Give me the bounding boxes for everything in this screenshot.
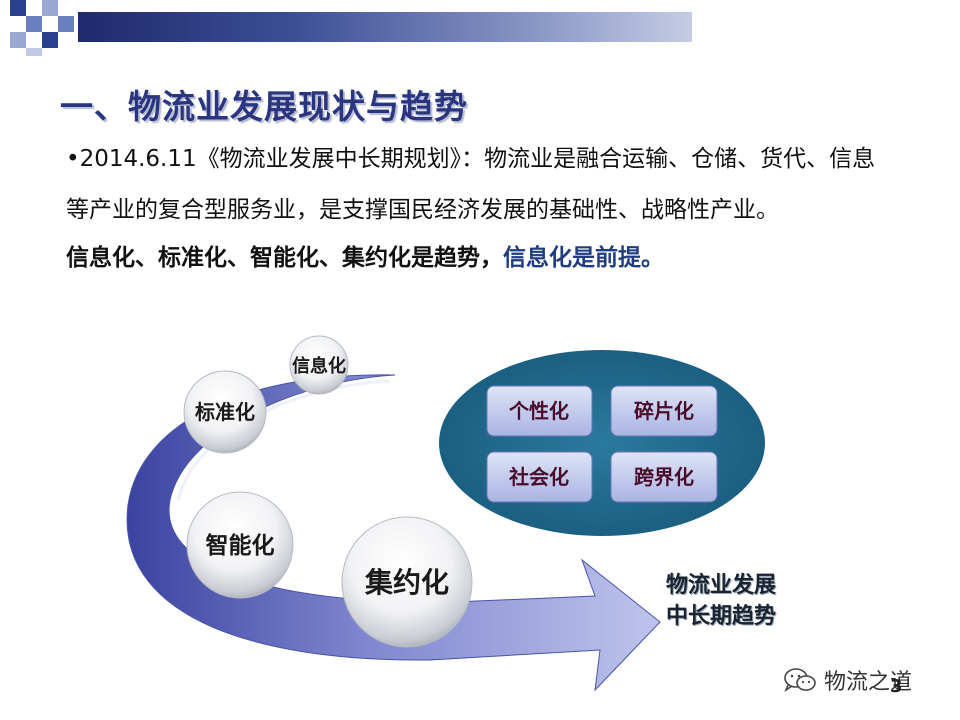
box-suipianhua: 碎片化 [611, 386, 717, 436]
box-label: 个性化 [508, 399, 569, 423]
bubble-xinxihua: 信息化 [290, 336, 348, 394]
box-kuajiehua: 跨界化 [611, 452, 717, 502]
box-gexinghua: 个性化 [487, 386, 592, 436]
box-label: 碎片化 [634, 399, 694, 423]
box-label: 跨界化 [634, 465, 694, 489]
bubble-zhinenghua: 智能化 [187, 492, 293, 598]
arrow-label: 物流业发展 中长期趋势 [666, 570, 776, 632]
arrow-label-line1: 物流业发展 [666, 570, 776, 601]
bubble-jiyuehua: 集约化 [342, 517, 472, 647]
bubble-label: 智能化 [206, 532, 275, 559]
page-number: 3 [890, 676, 903, 697]
trend-ellipse [439, 350, 765, 536]
bubble-biaozhunhua: 标准化 [184, 371, 266, 453]
arrow-label-line2: 中长期趋势 [666, 601, 776, 632]
box-label: 社会化 [508, 465, 569, 489]
wechat-icon [782, 666, 818, 694]
box-shehuihua: 社会化 [487, 452, 592, 502]
bubble-label: 集约化 [364, 566, 449, 599]
bubble-label: 标准化 [195, 400, 255, 424]
bubble-label: 信息化 [292, 355, 346, 377]
